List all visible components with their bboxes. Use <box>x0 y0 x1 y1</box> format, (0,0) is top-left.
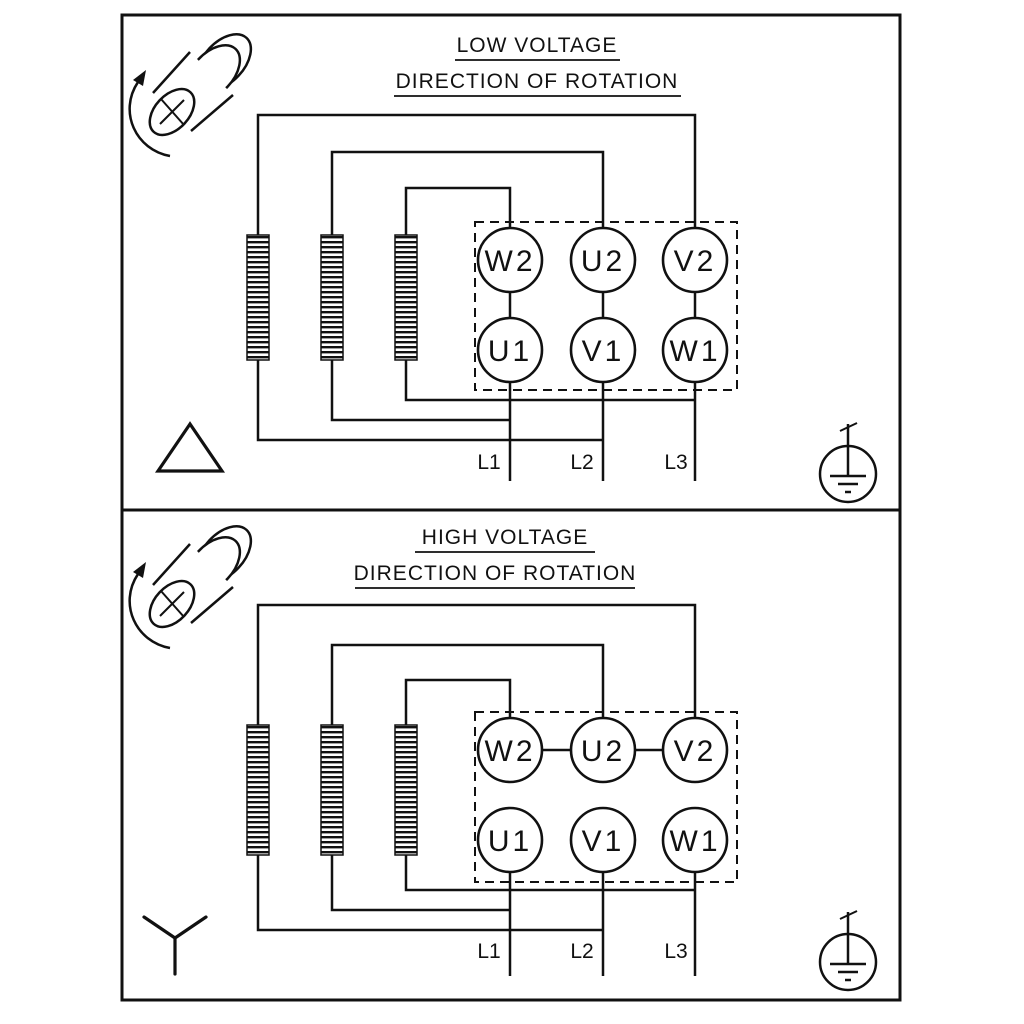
terminal-label: U2 <box>581 735 625 768</box>
terminal-board-outline <box>474 221 738 391</box>
wire-segment <box>404 186 512 240</box>
terminal-circle <box>661 226 729 294</box>
coil-winding <box>394 724 418 856</box>
terminal-label: U2 <box>581 245 625 278</box>
terminal-circle <box>569 806 637 874</box>
terminal-circle <box>569 316 637 384</box>
terminal-circle <box>476 226 544 294</box>
wire-segment <box>330 643 605 730</box>
coil-winding <box>394 234 418 361</box>
terminal-w2: W2 <box>476 226 544 294</box>
terminal-circle <box>569 716 637 784</box>
coil-winding <box>246 724 270 856</box>
wire-segment <box>404 678 512 730</box>
terminal-u2: U2 <box>569 226 637 294</box>
coil-winding <box>320 724 344 856</box>
wire-segment <box>330 150 605 240</box>
terminal-label: V2 <box>674 735 717 768</box>
wire-segment <box>404 850 695 892</box>
terminal-w1: W1 <box>661 806 729 874</box>
panel-subtitle: DIRECTION OF ROTATION <box>396 70 679 93</box>
star-symbol-icon <box>142 915 208 976</box>
supply-line-label: L3 <box>664 940 687 963</box>
terminal-label: W2 <box>485 245 536 278</box>
terminal-circle <box>661 316 729 384</box>
supply-line-label: L2 <box>570 940 593 963</box>
wire-segment <box>404 355 695 402</box>
terminal-label: W2 <box>485 735 536 768</box>
delta-symbol-icon <box>154 421 226 473</box>
terminal-circle <box>476 806 544 874</box>
terminal-circle <box>661 806 729 874</box>
star-arm <box>142 915 177 940</box>
terminal-label: W1 <box>670 335 721 368</box>
terminal-circle <box>661 716 729 784</box>
terminal-v1: V1 <box>569 806 637 874</box>
stator-coils <box>246 724 418 856</box>
supply-line-label: L2 <box>570 451 593 474</box>
terminal-u2: U2 <box>569 716 637 784</box>
terminal-label: W1 <box>670 825 721 858</box>
terminal-v2: V2 <box>661 226 729 294</box>
delta-link-bars <box>508 292 697 318</box>
panel-title: LOW VOLTAGE <box>457 34 618 57</box>
panel-title: HIGH VOLTAGE <box>422 526 588 549</box>
terminal-label: U1 <box>488 335 532 368</box>
wire-segment <box>256 850 603 932</box>
terminal-v2: V2 <box>661 716 729 784</box>
coil-winding <box>246 234 270 361</box>
winding-wires <box>256 113 697 481</box>
terminal-label: V1 <box>582 825 625 858</box>
winding-wires <box>256 603 697 976</box>
wire-segment <box>256 603 697 730</box>
terminal-label: U1 <box>488 825 532 858</box>
wire-segment <box>256 355 603 442</box>
terminal-u1: U1 <box>476 806 544 874</box>
panel-subtitle: DIRECTION OF ROTATION <box>354 562 637 585</box>
coil-winding <box>320 234 344 361</box>
stator-coils <box>246 234 418 361</box>
terminal-board-outline <box>474 711 738 883</box>
panel-low-voltage: LOW VOLTAGE DIRECTION OF ROTATION <box>120 13 902 512</box>
supply-line-label: L1 <box>477 451 500 474</box>
terminal-label: V1 <box>582 335 625 368</box>
terminal-u1: U1 <box>476 316 544 384</box>
terminal-w1: W1 <box>661 316 729 384</box>
terminal-circle <box>476 716 544 784</box>
terminal-w2: W2 <box>476 716 544 784</box>
terminal-v1: V1 <box>569 316 637 384</box>
star-arm <box>173 915 208 940</box>
terminal-circle <box>476 316 544 384</box>
panel-high-voltage: HIGH VOLTAGE DIRECTION OF ROTATION <box>120 508 902 1002</box>
terminal-circle <box>569 226 637 294</box>
terminal-label: V2 <box>674 245 717 278</box>
supply-line-label: L1 <box>477 940 500 963</box>
wire-segment <box>256 113 697 240</box>
wire-segment <box>330 850 510 912</box>
supply-line-label: L3 <box>664 451 687 474</box>
wire-segment <box>330 355 510 422</box>
